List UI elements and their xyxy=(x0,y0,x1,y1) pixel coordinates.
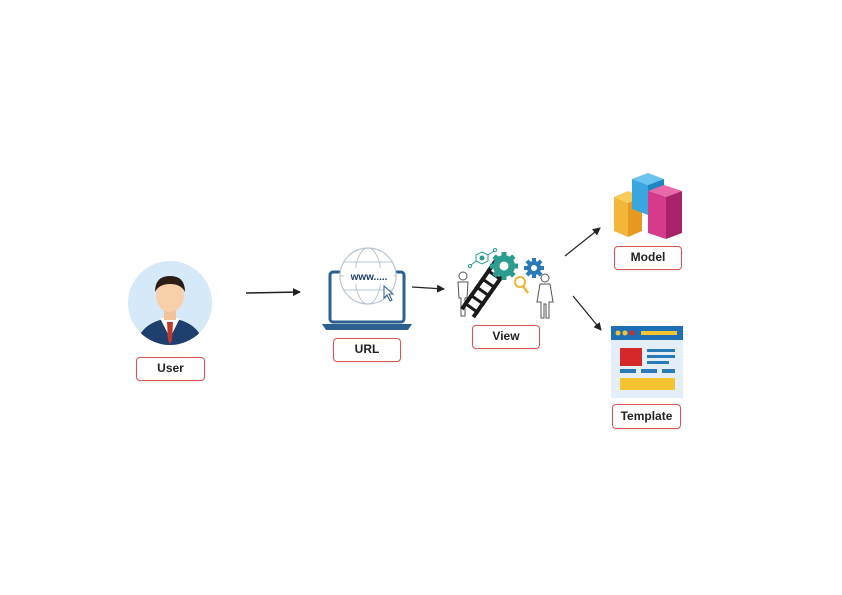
url-label: URL xyxy=(333,338,401,362)
arrow-view-to-model xyxy=(564,227,601,257)
colored-cubes-icon xyxy=(614,173,682,239)
people-ladder-gears-icon xyxy=(457,248,554,319)
laptop-screen-text: www..... xyxy=(350,272,388,283)
arrow-view-to-template xyxy=(572,295,602,331)
arrow-url-to-view xyxy=(411,284,445,293)
model-label: Model xyxy=(614,246,682,270)
view-label: View xyxy=(472,325,540,349)
template-label: Template xyxy=(612,404,681,429)
businessman-avatar-icon xyxy=(128,261,212,345)
user-label: User xyxy=(136,357,205,381)
webpage-layout-icon xyxy=(611,326,683,398)
laptop-globe-icon: www..... xyxy=(322,247,412,330)
arrow-user-to-url xyxy=(245,288,301,297)
